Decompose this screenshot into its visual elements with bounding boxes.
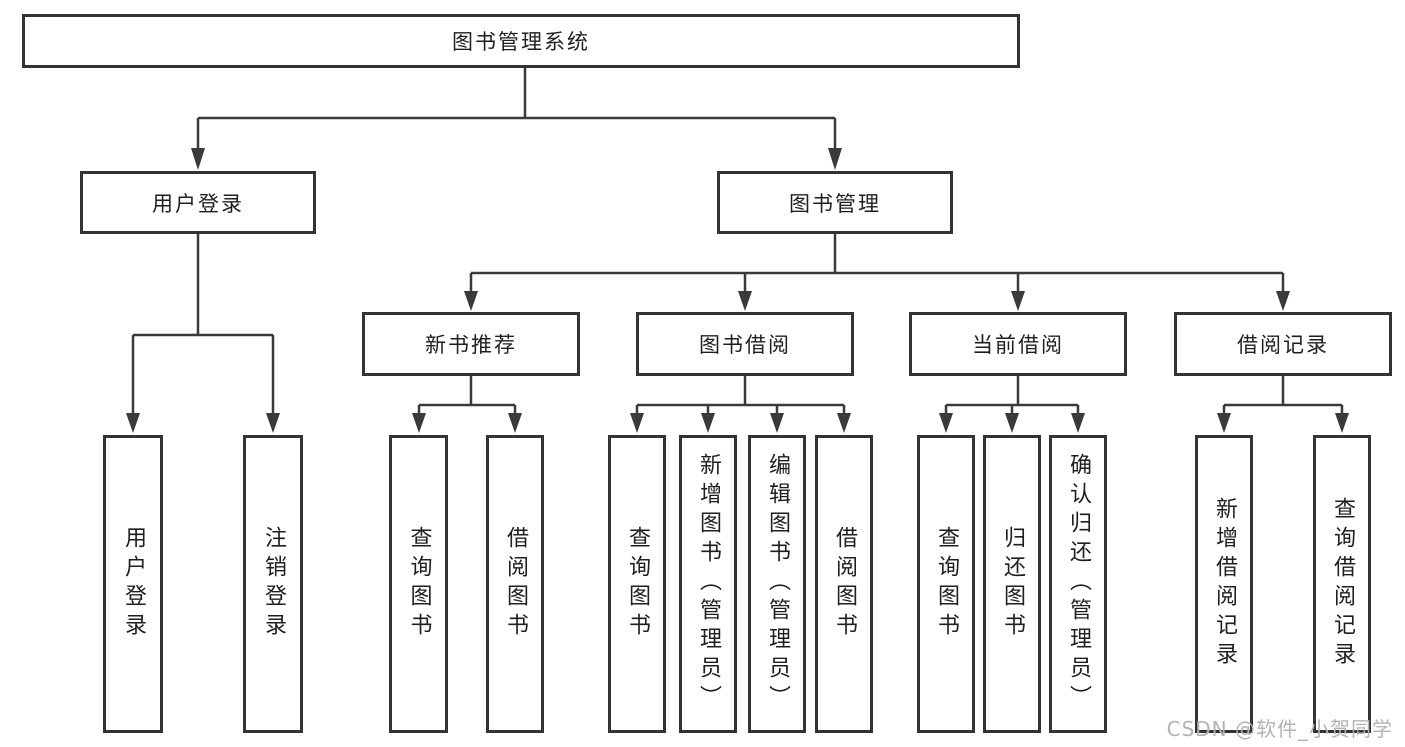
node-label: 查询借阅记录 bbox=[1330, 496, 1355, 672]
leaf-edit-book-admin: 编辑图书（管理员） bbox=[748, 435, 806, 733]
node-label: 新增借阅记录 bbox=[1212, 496, 1237, 672]
node-label: 注销登录 bbox=[261, 525, 286, 643]
leaf-user-login: 用户登录 bbox=[103, 435, 163, 733]
node-borrowing-records: 借阅记录 bbox=[1174, 312, 1392, 376]
node-label: 用户登录 bbox=[121, 525, 146, 643]
leaf-query-borrow-record: 查询借阅记录 bbox=[1313, 435, 1371, 733]
node-label: 图书借阅 bbox=[699, 333, 791, 357]
node-label: 确认归还（管理员） bbox=[1066, 453, 1091, 715]
node-label: 借阅记录 bbox=[1237, 333, 1329, 357]
node-label: 新书推荐 bbox=[425, 333, 517, 357]
node-book-management: 图书管理 bbox=[717, 171, 953, 234]
node-user-login-branch: 用户登录 bbox=[80, 171, 316, 234]
node-label: 查询图书 bbox=[625, 525, 650, 643]
node-label: 用户登录 bbox=[152, 191, 244, 216]
leaf-return-book: 归还图书 bbox=[983, 435, 1041, 733]
leaf-add-book-admin: 新增图书（管理员） bbox=[679, 435, 737, 733]
node-book-borrowing: 图书借阅 bbox=[636, 312, 854, 376]
leaf-borrow-books: 借阅图书 bbox=[815, 435, 873, 733]
node-label: 图书管理 bbox=[789, 191, 881, 216]
node-label: 归还图书 bbox=[1000, 525, 1025, 643]
node-label: 借阅图书 bbox=[832, 525, 857, 643]
leaf-query-books-borrow: 查询图书 bbox=[608, 435, 666, 733]
node-label: 借阅图书 bbox=[503, 525, 528, 643]
node-label: 当前借阅 bbox=[972, 333, 1064, 357]
node-label: 查询图书 bbox=[406, 525, 432, 643]
watermark: CSDN @软件_小贺同学 bbox=[1166, 717, 1393, 741]
node-label: 图书管理系统 bbox=[452, 30, 590, 54]
leaf-query-books-current: 查询图书 bbox=[917, 435, 975, 733]
leaf-logout: 注销登录 bbox=[243, 435, 303, 733]
arrowhead-icons bbox=[126, 148, 1349, 433]
node-new-book-recommend: 新书推荐 bbox=[362, 312, 580, 376]
leaf-confirm-return-admin: 确认归还（管理员） bbox=[1049, 435, 1107, 733]
leaf-query-books-recommend: 查询图书 bbox=[389, 435, 448, 733]
node-label: 新增图书（管理员） bbox=[696, 453, 721, 715]
node-current-borrowing: 当前借阅 bbox=[909, 312, 1127, 376]
node-label: 查询图书 bbox=[934, 525, 959, 643]
node-label: 编辑图书（管理员） bbox=[765, 453, 790, 715]
leaf-add-borrow-record: 新增借阅记录 bbox=[1195, 435, 1253, 733]
leaf-borrow-books-recommend: 借阅图书 bbox=[486, 435, 544, 733]
node-root: 图书管理系统 bbox=[22, 14, 1020, 68]
